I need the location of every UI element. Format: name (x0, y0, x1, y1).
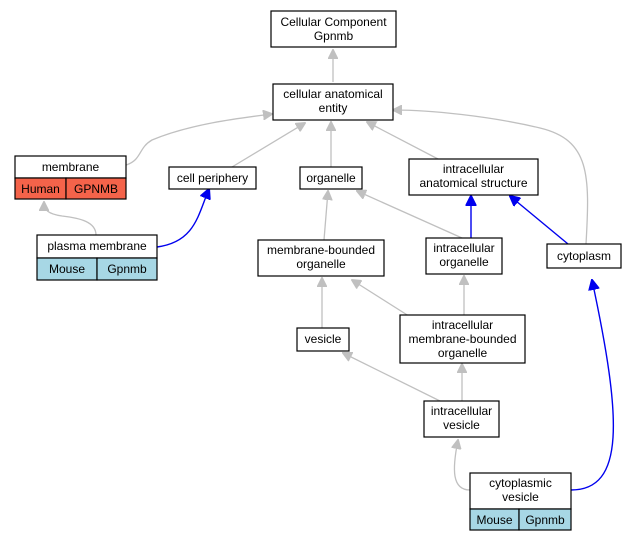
edge-cell-periphery-to-cae (231, 123, 305, 168)
edge-cytoplasm-to-ias (510, 196, 569, 245)
edge-cv-to-cytoplasm (570, 280, 614, 491)
edge-imbo-to-mbo (352, 280, 413, 319)
node-label: membrane (42, 160, 100, 174)
edge-mbo-to-organelle (324, 191, 328, 241)
node-label: intracellular (431, 404, 492, 418)
node-label: intracellular (443, 162, 504, 176)
node-label: organelle (439, 255, 489, 269)
edge-cytoplasm-to-cae (393, 110, 589, 245)
edge-io-to-organelle (357, 191, 463, 239)
species-label-mouse: Mouse (49, 262, 85, 276)
node-label: plasma membrane (47, 239, 147, 253)
node-plasma-membrane[interactable]: plasma membrane Mouse Gpnmb (36, 234, 158, 281)
node-label: organelle (306, 171, 356, 185)
node-label: vesicle (305, 332, 342, 346)
node-label: vesicle (502, 490, 539, 504)
node-label: vesicle (443, 418, 480, 432)
node-label: cell periphery (177, 171, 248, 185)
edge-plasma-membrane-to-cell-periphery (156, 189, 209, 248)
edge-iv-to-vesicle (343, 353, 441, 402)
node-label: membrane-bounded (408, 332, 516, 346)
node-membrane[interactable]: membrane Human GPNMB (14, 155, 127, 200)
edge-cv-to-iv (454, 440, 471, 491)
node-label: intracellular (432, 318, 493, 332)
node-label: Cellular Component (280, 15, 387, 29)
node-cellular-component-gpnmb[interactable]: Cellular Component Gpnmb (270, 10, 397, 48)
node-cytoplasm[interactable]: cytoplasm (546, 243, 622, 269)
node-label: cytoplasm (557, 249, 611, 263)
gene-label-gpnmb: GPNMB (74, 182, 118, 196)
node-cell-periphery[interactable]: cell periphery (168, 166, 257, 190)
gene-label-gpnmb: Gpnmb (107, 262, 147, 276)
species-label-human: Human (21, 182, 60, 196)
node-label: cellular anatomical (283, 87, 382, 101)
node-organelle[interactable]: organelle (299, 166, 363, 190)
node-intracellular-anatomical-structure[interactable]: intracellular anatomical structure (408, 158, 539, 196)
node-label: intracellular (433, 241, 494, 255)
node-intracellular-organelle[interactable]: intracellular organelle (425, 237, 503, 275)
node-intracellular-membrane-bounded-organelle[interactable]: intracellular membrane-bounded organelle (399, 314, 526, 364)
species-label-mouse: Mouse (476, 513, 512, 527)
node-label: organelle (296, 257, 346, 271)
edge-membrane-to-cae (125, 114, 272, 166)
node-vesicle[interactable]: vesicle (296, 327, 350, 352)
node-label: entity (319, 101, 348, 115)
node-intracellular-vesicle[interactable]: intracellular vesicle (423, 400, 500, 438)
node-label: Gpnmb (314, 29, 354, 43)
node-label: anatomical structure (419, 176, 527, 190)
node-label: cytoplasmic (489, 476, 552, 490)
node-cellular-anatomical-entity[interactable]: cellular anatomical entity (272, 83, 394, 121)
edge-ias-to-cae (367, 122, 439, 160)
gene-label-gpnmb: Gpnmb (525, 513, 565, 527)
node-label: membrane-bounded (267, 243, 375, 257)
node-cytoplasmic-vesicle[interactable]: cytoplasmic vesicle Mouse Gpnmb (469, 472, 572, 531)
edge-plasma-membrane-to-membrane (44, 202, 97, 236)
node-label: organelle (438, 346, 488, 360)
node-membrane-bounded-organelle[interactable]: membrane-bounded organelle (257, 239, 385, 277)
edges (44, 50, 614, 491)
